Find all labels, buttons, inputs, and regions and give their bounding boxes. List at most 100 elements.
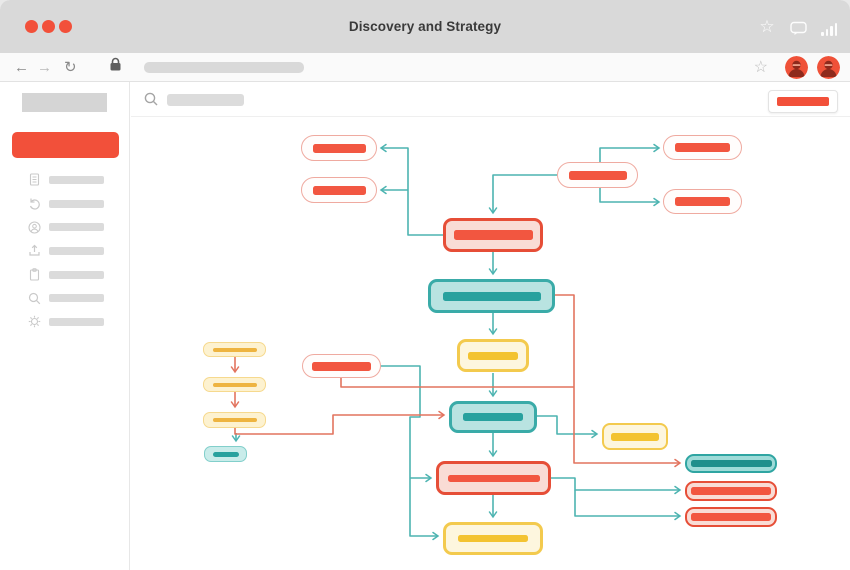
logo-placeholder: [22, 93, 107, 112]
flow-connector: [340, 378, 574, 388]
node-chain-1[interactable]: [203, 342, 266, 357]
node-label-bar: [690, 460, 772, 467]
traffic-lights: [25, 20, 72, 33]
traffic-light-dot[interactable]: [59, 20, 72, 33]
node-develop[interactable]: [449, 401, 537, 433]
node-label-bar: [212, 451, 239, 457]
primary-action-button[interactable]: [12, 132, 119, 158]
forward-icon[interactable]: →: [37, 58, 52, 76]
flow-connector: [574, 490, 682, 521]
node-label-bar: [458, 535, 528, 542]
flow-connector: [488, 174, 557, 215]
node-label-bar: [568, 170, 627, 180]
node-top-right-2[interactable]: [663, 189, 742, 214]
sidebar-item-label-bar: [49, 199, 104, 208]
node-label-bar: [691, 513, 771, 521]
node-yellow-bottom[interactable]: [443, 522, 543, 555]
node-far-red-1[interactable]: [685, 481, 777, 501]
sidebar-item-label-bar: [49, 246, 104, 255]
node-yellow-mid[interactable]: [457, 339, 529, 372]
gear-icon: [28, 315, 41, 328]
clipboard-icon: [28, 268, 41, 281]
node-top-left-2[interactable]: [301, 177, 377, 203]
node-label-bar: [212, 418, 257, 422]
upload-icon: [28, 244, 41, 257]
node-label-bar: [212, 382, 257, 387]
node-chain-3[interactable]: [203, 412, 266, 428]
lock-icon: [109, 57, 122, 77]
node-label-bar: [453, 230, 533, 240]
node-top-left-1[interactable]: [301, 135, 377, 161]
flow-connector: [234, 410, 446, 435]
node-red-lower[interactable]: [436, 461, 551, 495]
sidebar-item-4[interactable]: [0, 263, 130, 287]
node-chain-teal[interactable]: [204, 446, 247, 462]
share-button[interactable]: [768, 90, 838, 113]
sidebar-item-2[interactable]: [0, 215, 130, 239]
bookmark-star-icon[interactable]: ☆: [753, 59, 768, 76]
star-icon[interactable]: ☆: [759, 16, 775, 36]
node-top-mid[interactable]: [557, 162, 638, 188]
avatar[interactable]: [785, 55, 808, 79]
page-title: Discovery and Strategy: [348, 19, 502, 34]
node-label-bar: [468, 351, 518, 360]
canvas-header: [131, 82, 850, 117]
sidebar-nav: [0, 168, 130, 334]
avatar[interactable]: [817, 55, 840, 79]
node-label-bar: [691, 487, 771, 495]
flow-connector: [599, 188, 661, 207]
search-icon: [144, 92, 159, 112]
sidebar-item-6[interactable]: [0, 310, 130, 334]
document-icon: [28, 173, 41, 186]
traffic-light-dot[interactable]: [42, 20, 55, 33]
undo-icon: [28, 197, 41, 210]
flow-connector: [599, 143, 661, 162]
search-icon: [28, 292, 41, 305]
flow-connector: [551, 477, 682, 495]
sidebar-item-1[interactable]: [0, 192, 130, 216]
node-outline-mid[interactable]: [302, 354, 381, 378]
node-discover[interactable]: [443, 218, 543, 252]
sidebar-item-label-bar: [49, 223, 104, 232]
sidebar: [0, 82, 130, 570]
node-right-yellow[interactable]: [602, 423, 668, 450]
node-define[interactable]: [428, 279, 555, 313]
node-label-bar: [312, 361, 371, 371]
browser-toolbar: ← → ↻ ☆: [0, 53, 850, 82]
node-label-bar: [675, 143, 730, 152]
node-label-bar: [312, 185, 366, 195]
sidebar-item-0[interactable]: [0, 168, 130, 192]
node-label-bar: [447, 474, 540, 482]
node-far-red-2[interactable]: [685, 507, 777, 527]
signal-icon[interactable]: [820, 18, 838, 36]
flow-connector: [381, 365, 440, 541]
node-label-bar: [675, 197, 730, 206]
sidebar-item-label-bar: [49, 294, 104, 303]
sidebar-item-3[interactable]: [0, 239, 130, 263]
flow-connector: [555, 294, 682, 468]
reload-icon[interactable]: ↻: [64, 58, 77, 76]
chat-icon[interactable]: [789, 18, 807, 36]
sidebar-item-label-bar: [49, 175, 104, 184]
node-label-bar: [611, 432, 659, 441]
flow-connector: [379, 143, 443, 236]
search-input[interactable]: [167, 94, 244, 106]
node-label-bar: [312, 143, 366, 153]
node-chain-2[interactable]: [203, 377, 266, 392]
node-far-teal[interactable]: [685, 454, 777, 473]
user-icon: [28, 221, 41, 234]
sidebar-item-5[interactable]: [0, 286, 130, 310]
traffic-light-dot[interactable]: [25, 20, 38, 33]
flow-connector: [537, 415, 599, 439]
node-label-bar: [442, 291, 541, 301]
titlebar: Discovery and Strategy ☆: [0, 0, 850, 53]
node-top-right-1[interactable]: [663, 135, 742, 160]
back-icon[interactable]: ←: [14, 58, 29, 76]
button-label-bar: [777, 97, 829, 106]
sidebar-item-label-bar: [49, 317, 104, 326]
address-bar[interactable]: [143, 61, 304, 73]
node-label-bar: [463, 413, 523, 421]
sidebar-item-label-bar: [49, 270, 104, 279]
